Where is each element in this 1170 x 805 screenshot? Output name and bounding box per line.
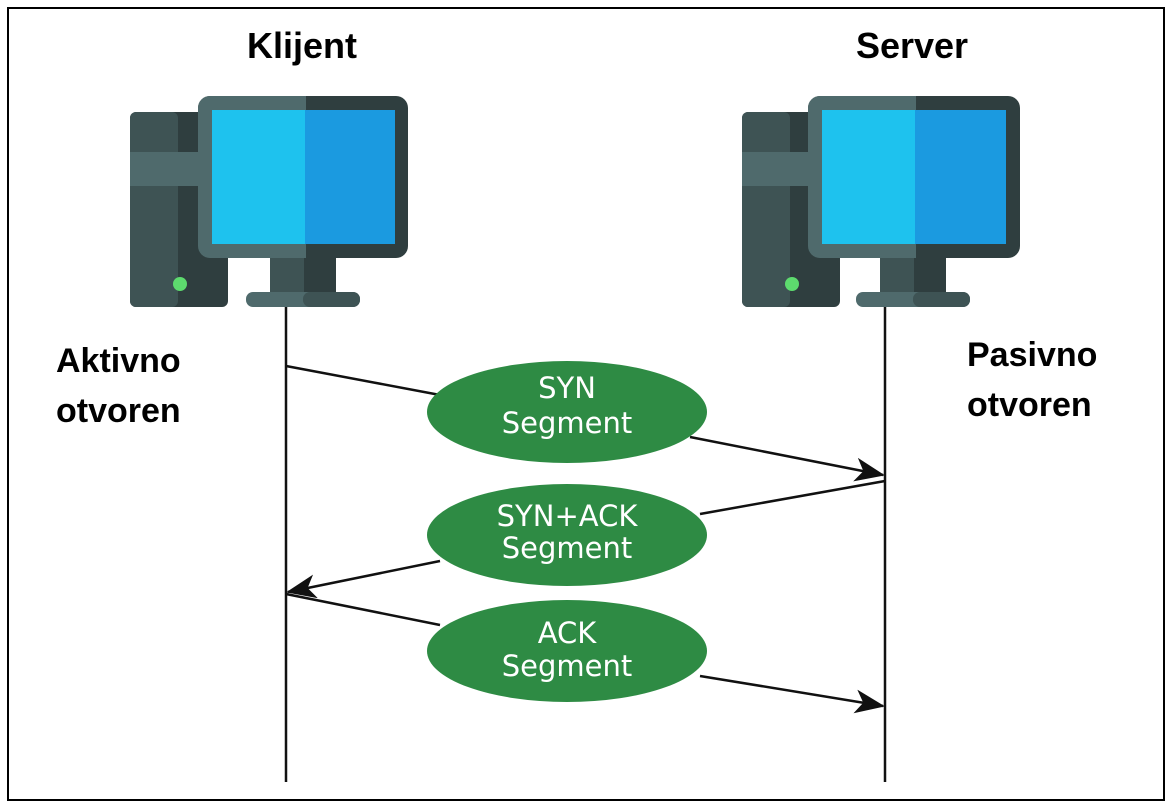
client-state-line1: Aktivno xyxy=(56,342,181,380)
message-syn-ack-line1: SYN+ACK xyxy=(497,499,639,533)
power-led-icon xyxy=(173,277,187,291)
message-syn-ack: SYN+ACK Segment xyxy=(427,484,707,586)
server-computer-icon xyxy=(742,96,1020,307)
client-state-line2: otvoren xyxy=(56,392,181,430)
message-ack: ACK Segment xyxy=(427,600,707,702)
syn-arrow xyxy=(285,364,885,482)
client-title: Klijent xyxy=(247,25,357,66)
message-syn: SYN Segment xyxy=(427,361,707,463)
diagram-border xyxy=(7,7,1165,801)
message-syn-line1: SYN xyxy=(538,371,596,405)
ack-arrow xyxy=(285,592,885,714)
message-ack-line1: ACK xyxy=(538,616,598,650)
client-computer-icon xyxy=(130,96,408,307)
server-state-line1: Pasivno xyxy=(967,336,1097,374)
server-state-line2: otvoren xyxy=(967,386,1092,424)
message-syn-ack-line2: Segment xyxy=(502,531,633,565)
message-ack-line2: Segment xyxy=(502,649,633,683)
syn-ack-arrow xyxy=(286,479,886,599)
server-title: Server xyxy=(856,25,968,66)
message-syn-line2: Segment xyxy=(502,406,633,440)
power-led-icon xyxy=(785,277,799,291)
